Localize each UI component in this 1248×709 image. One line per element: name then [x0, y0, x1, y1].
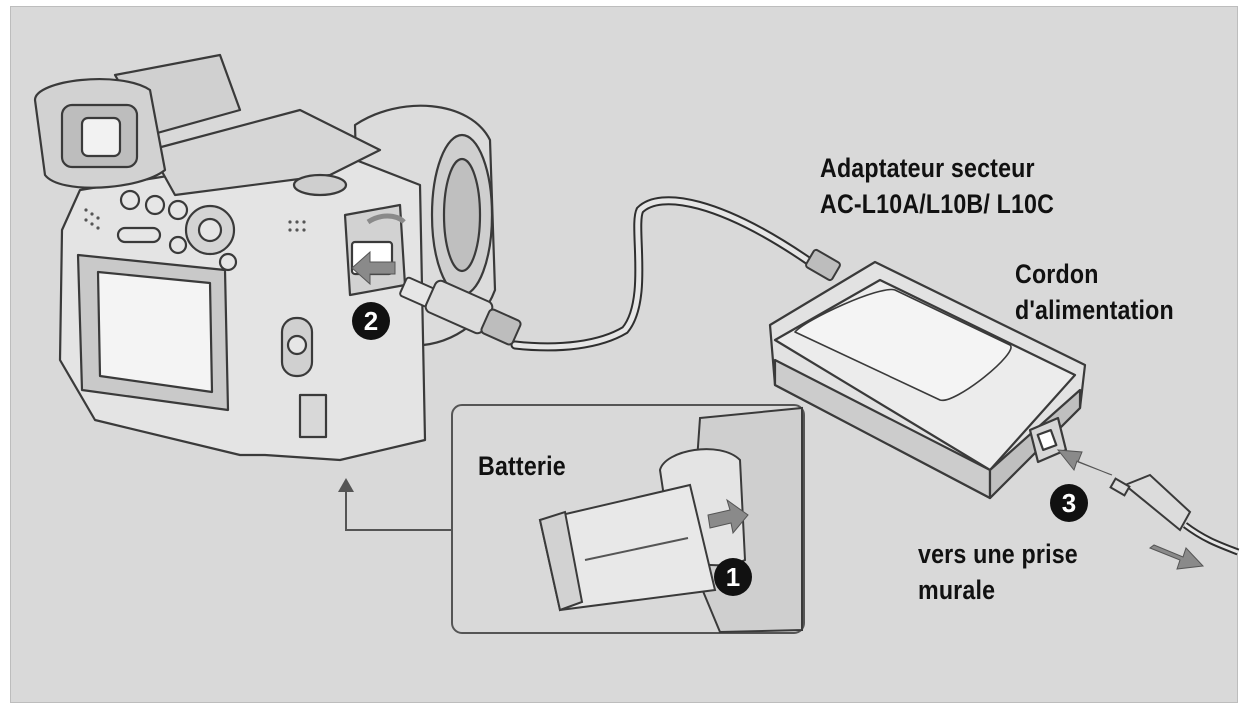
power-plug-icon: [399, 276, 522, 346]
outlet-label-line1: vers une prise: [918, 539, 1078, 569]
camera-icon: [33, 53, 497, 462]
cord-label-line2: d'alimentation: [1015, 295, 1174, 325]
battery-icon: [538, 483, 717, 612]
arrow-icon: [707, 498, 749, 535]
cord-label-line1: Cordon: [1015, 259, 1099, 289]
adapter-label-line1: Adaptateur secteur: [820, 153, 1035, 183]
power-plug-icon: [1109, 473, 1192, 532]
arrow-icon: [338, 478, 354, 492]
ac-adapter-icon: [768, 260, 1087, 500]
step-2-badge: 2: [352, 302, 390, 340]
arrow-icon: [366, 213, 406, 225]
arrow-icon: [351, 250, 396, 286]
step-1-badge: 1: [714, 558, 752, 596]
inset-connector-line: [345, 490, 470, 531]
outlet-label-line2: murale: [918, 575, 996, 605]
arrow-icon: [1056, 449, 1113, 476]
dc-cable: [510, 196, 815, 352]
adapter-label-line2: AC-L10A/L10B/ L10C: [820, 189, 1055, 219]
battery-label: Batterie: [478, 451, 566, 481]
arrow-icon: [1148, 544, 1205, 570]
step-3-badge: 3: [1050, 484, 1088, 522]
